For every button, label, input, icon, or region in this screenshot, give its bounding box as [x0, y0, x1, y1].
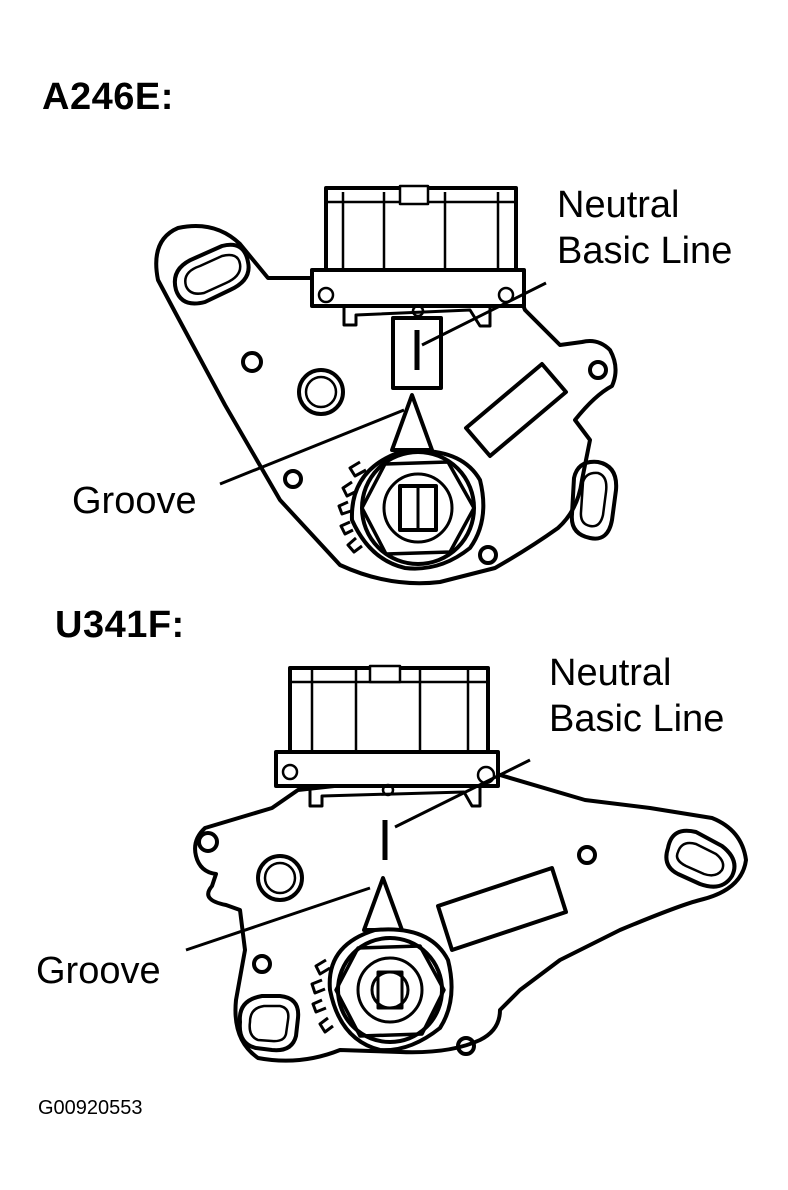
u341f-detent-teeth — [310, 958, 334, 1034]
a246e-plate-hole-3 — [283, 469, 303, 489]
u341f-neutral-leader — [394, 758, 531, 829]
panel-title-a246e: A246E: — [42, 76, 174, 118]
a246e-detent-teeth — [337, 460, 367, 554]
a246e-plate-hole-2 — [588, 360, 608, 380]
a246e-boss-outer — [297, 368, 345, 416]
a246e-shaft-flat — [398, 484, 438, 532]
a246e-groove-leader — [219, 408, 405, 486]
a246e-plate-hole-1 — [241, 351, 263, 373]
u341f-plate-hole-1 — [197, 831, 219, 853]
u341f-boss-outer — [256, 854, 304, 902]
u341f-flange-step — [308, 786, 482, 808]
a246e-boss-inner — [304, 375, 338, 409]
a246e-flange-hole-left — [317, 286, 335, 304]
u341f-groove-leader — [185, 886, 371, 952]
u341f-shaft-hex — [334, 944, 446, 1038]
neutral-basic-line-label-u341f: Neutral Basic Line — [549, 650, 724, 742]
u341f-boss-inner — [263, 861, 297, 895]
u341f-left-slot — [237, 994, 301, 1053]
neutral-label-line1: Neutral — [549, 652, 672, 694]
a246e-left-slot — [172, 242, 251, 306]
a246e-label-plate — [464, 362, 568, 458]
u341f-switch-drawing — [185, 664, 748, 1063]
a246e-flange — [310, 268, 526, 308]
a246e-right-slot — [569, 459, 619, 541]
neutral-label-line1: Neutral — [557, 184, 680, 226]
neutral-label-line2: Basic Line — [557, 230, 733, 272]
groove-label-a246e: Groove — [72, 480, 197, 522]
a246e-shaft-hex — [360, 460, 476, 556]
a246e-body-plate — [154, 224, 618, 586]
a246e-plate-hole-4 — [478, 545, 498, 565]
a246e-shaft-inner — [382, 472, 454, 544]
neutral-basic-line-label-a246e: Neutral Basic Line — [557, 182, 732, 274]
a246e-switch-drawing — [154, 184, 619, 586]
u341f-body-plate — [193, 768, 748, 1063]
a246e-right-slot-inner — [579, 471, 608, 528]
u341f-plate-hole-3 — [252, 954, 272, 974]
u341f-flange — [274, 750, 500, 788]
u341f-left-slot-inner — [248, 1004, 290, 1043]
u341f-right-slot-inner — [675, 841, 725, 877]
a246e-left-slot-inner — [184, 253, 242, 295]
u341f-flange-hole-left — [281, 763, 299, 781]
u341f-slider-hole — [381, 783, 395, 797]
u341f-shaft-inner — [356, 956, 424, 1024]
panel-title-u341f: U341F: — [55, 604, 185, 646]
groove-label-u341f: Groove — [36, 950, 161, 992]
figure-id: G00920553 — [38, 1097, 143, 1119]
u341f-plate-hole-2 — [577, 845, 597, 865]
u341f-label-plate — [436, 866, 568, 952]
a246e-slider-hole — [411, 304, 425, 318]
neutral-label-line2: Basic Line — [549, 698, 725, 740]
u341f-connector-latch — [368, 664, 402, 684]
u341f-shaft-outer — [336, 936, 444, 1044]
u341f-shaft-flat — [376, 970, 404, 1010]
a246e-connector-latch — [398, 184, 430, 206]
a246e-neutral-leader — [421, 281, 547, 347]
u341f-plate-hole-4 — [456, 1036, 476, 1056]
u341f-right-slot — [664, 828, 737, 889]
